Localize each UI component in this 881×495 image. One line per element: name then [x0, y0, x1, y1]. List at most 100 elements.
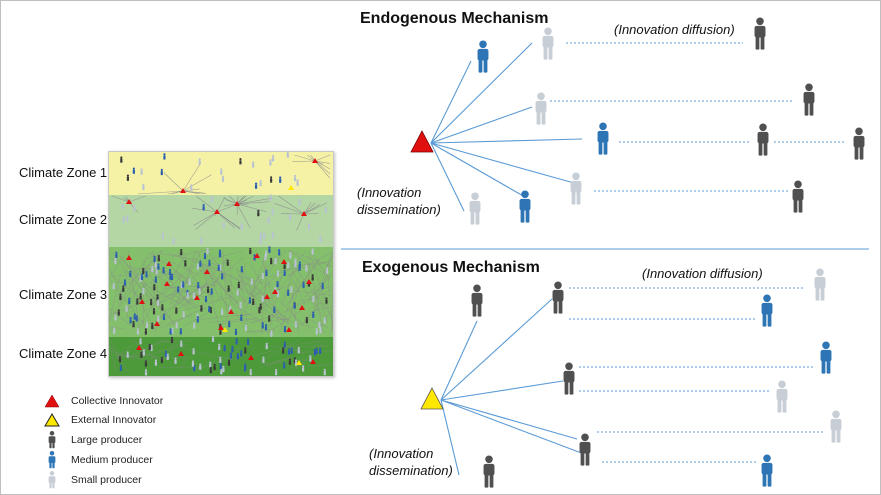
- small-producer-icon: [133, 205, 136, 212]
- network-edge: [214, 356, 217, 360]
- small-producer-icon: [249, 368, 252, 376]
- medium-producer-icon: [287, 289, 290, 296]
- large-producer-icon: [288, 358, 291, 365]
- network-edge: [327, 275, 333, 330]
- large-producer-icon: [184, 260, 187, 267]
- large-producer-icon: [226, 259, 229, 266]
- small-producer-icon: [250, 278, 253, 285]
- network-edge: [109, 342, 117, 372]
- collective-innovator-icon: [228, 309, 234, 314]
- small-producer-icon: [126, 215, 129, 222]
- medium-producer-icon: [210, 288, 213, 295]
- medium-producer-icon: [302, 281, 305, 288]
- large-producer-icon: [161, 304, 164, 311]
- collective-innovator-icon: [281, 259, 287, 264]
- small-producer-icon: [776, 380, 788, 413]
- network-edge: [214, 295, 223, 303]
- large-producer-icon: [249, 247, 252, 255]
- large-producer-icon: [200, 305, 203, 312]
- network-edge: [331, 285, 333, 332]
- small-producer-icon: [259, 179, 262, 187]
- collective-innovator-icon: [218, 325, 224, 330]
- medium-producer-icon: [231, 345, 234, 353]
- network-edge: [155, 288, 200, 322]
- large-producer-icon: [552, 281, 564, 314]
- small-producer-icon: [218, 343, 221, 351]
- medium-producer-icon: [196, 316, 199, 323]
- network-edge: [304, 272, 333, 298]
- medium-producer-icon: [203, 252, 207, 260]
- small-producer-icon: [570, 172, 582, 205]
- medium-producer-icon: [283, 362, 286, 369]
- network-edge: [192, 257, 244, 302]
- collective-innovator-icon: [306, 279, 312, 284]
- external-innovator-icon: [222, 327, 228, 332]
- large-producer-icon: [325, 297, 328, 304]
- medium-producer-icon: [761, 454, 773, 487]
- network-edge: [109, 326, 114, 333]
- legend-label: Collective Innovator: [71, 395, 164, 407]
- collective-innovator-icon: [136, 345, 142, 350]
- small-producer-icon: [271, 231, 275, 239]
- medium-producer-icon: [133, 313, 136, 320]
- medium-producer-icon: [248, 297, 252, 304]
- network-edge: [240, 283, 258, 299]
- network-edge: [243, 249, 287, 303]
- small-producer-icon: [297, 346, 300, 354]
- collective-innovator-icon: [248, 355, 254, 360]
- legend-label: Medium producer: [71, 454, 153, 466]
- large-producer-icon: [175, 307, 178, 314]
- medium-producer-icon: [273, 306, 276, 314]
- network-edge: [284, 283, 301, 333]
- network-edge: [229, 195, 238, 205]
- large-producer-icon: [48, 431, 56, 449]
- network-edge: [308, 273, 333, 300]
- small-producer-icon: [121, 202, 124, 210]
- network-edge: [169, 290, 177, 305]
- large-producer-icon: [244, 347, 247, 354]
- yellow-triangle-icon: [44, 413, 60, 427]
- network-edge: [271, 358, 288, 363]
- medium-producer-icon: [162, 267, 165, 274]
- medium-producer-icon: [820, 341, 832, 374]
- large-producer-icon: [144, 360, 148, 367]
- network-edge: [206, 317, 258, 323]
- network-edge: [292, 160, 316, 162]
- medium-producer-icon: [240, 350, 243, 357]
- small-producer-icon: [274, 257, 277, 265]
- network-edge: [112, 274, 127, 277]
- network-edge: [236, 306, 262, 322]
- medium-producer-icon: [261, 322, 264, 329]
- small-producer-icon: [239, 301, 242, 309]
- network-edge: [291, 290, 299, 335]
- climate-zone-label: Climate Zone 1: [19, 165, 108, 180]
- large-producer-icon: [268, 315, 271, 322]
- small-producer-icon: [289, 252, 292, 259]
- small-producer-icon: [323, 368, 326, 376]
- large-producer-icon: [140, 351, 143, 359]
- large-producer-icon: [132, 320, 135, 328]
- network-edge: [149, 272, 155, 284]
- network-edge: [248, 284, 261, 316]
- collective-innovator-icon: [254, 253, 260, 258]
- legend-label: Large producer: [71, 434, 143, 446]
- network-edge: [131, 339, 157, 359]
- network-edge: [303, 202, 312, 215]
- small-producer-icon: [150, 344, 153, 352]
- medium-producer-icon: [519, 190, 531, 223]
- network-edge: [169, 260, 199, 276]
- network-edge: [207, 250, 248, 306]
- small-producer-icon: [323, 317, 326, 324]
- collective-innovator-icon: [299, 305, 305, 310]
- small-producer-icon: [145, 321, 149, 329]
- collective-innovator-icon: [272, 289, 278, 294]
- small-producer-icon: [309, 355, 312, 362]
- medium-producer-icon: [235, 338, 238, 345]
- small-producer-icon: [294, 261, 297, 268]
- small-producer-icon: [289, 213, 292, 221]
- small-producer-icon: [262, 232, 266, 240]
- medium-producer-icon: [145, 271, 148, 278]
- small-producer-icon: [287, 261, 290, 269]
- collective-innovator-icon: [166, 261, 172, 266]
- network-edge: [253, 256, 278, 285]
